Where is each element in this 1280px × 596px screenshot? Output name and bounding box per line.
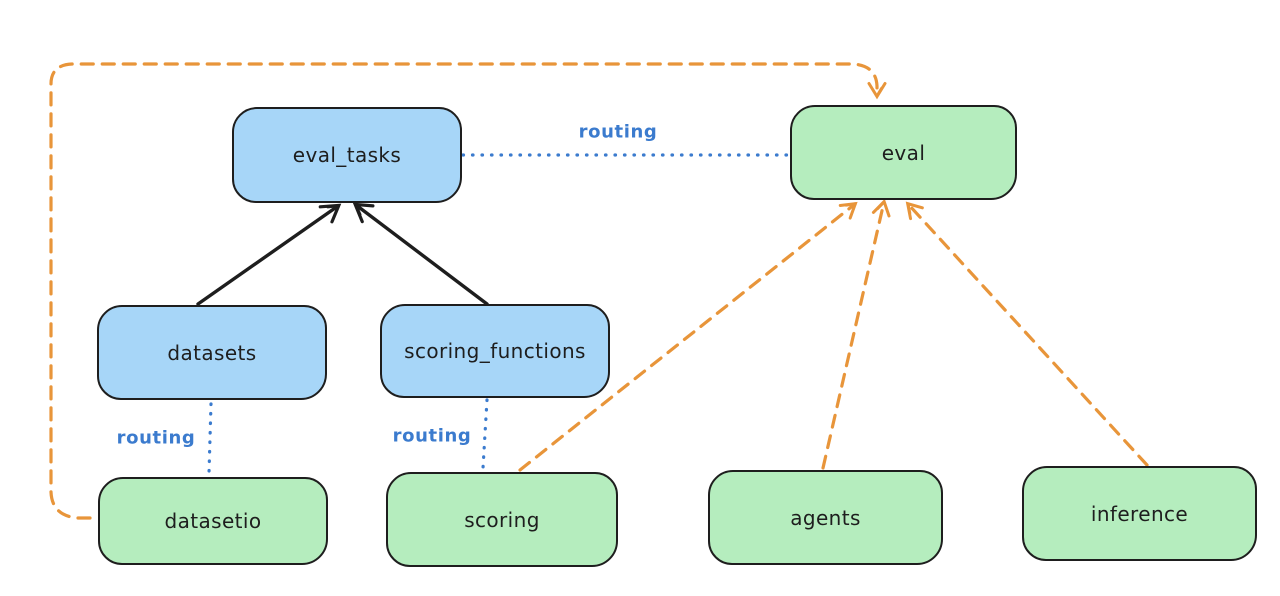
- edge-datasets-to-eval_tasks: [196, 203, 342, 306]
- node-label-datasets: datasets: [167, 340, 257, 365]
- node-datasets: datasets: [97, 305, 327, 400]
- edge-label-routing-0: routing: [578, 121, 658, 143]
- node-scoring: scoring: [386, 472, 618, 567]
- node-datasetio: datasetio: [98, 477, 328, 565]
- node-label-eval_tasks: eval_tasks: [292, 143, 402, 167]
- edge-label-routing-1: routing: [116, 427, 196, 449]
- node-eval: eval: [790, 105, 1017, 200]
- node-label-datasetio: datasetio: [164, 509, 262, 533]
- node-scoring_functions: scoring_functions: [380, 304, 610, 398]
- edge-inference-to-eval: [905, 201, 1149, 467]
- edge-label-routing-2: routing: [392, 425, 472, 447]
- node-label-eval: eval: [881, 140, 926, 165]
- node-label-inference: inference: [1090, 501, 1189, 526]
- edge-agents-to-eval: [821, 198, 891, 470]
- edge-scoring-to-eval: [518, 201, 858, 472]
- edge-scoring_functions-scoring-routing: [481, 398, 489, 470]
- node-agents: agents: [708, 470, 943, 565]
- node-inference: inference: [1022, 466, 1257, 561]
- node-label-scoring_functions: scoring_functions: [404, 339, 586, 363]
- edge-datasets-datasetio-routing: [207, 402, 213, 475]
- edge-datasetio-to-eval: [49, 62, 887, 520]
- node-label-agents: agents: [790, 505, 861, 530]
- edge-scoring_functions-to-eval_tasks: [352, 202, 489, 306]
- edges-group: [49, 62, 1149, 520]
- node-eval_tasks: eval_tasks: [232, 107, 462, 203]
- node-label-scoring: scoring: [464, 507, 540, 532]
